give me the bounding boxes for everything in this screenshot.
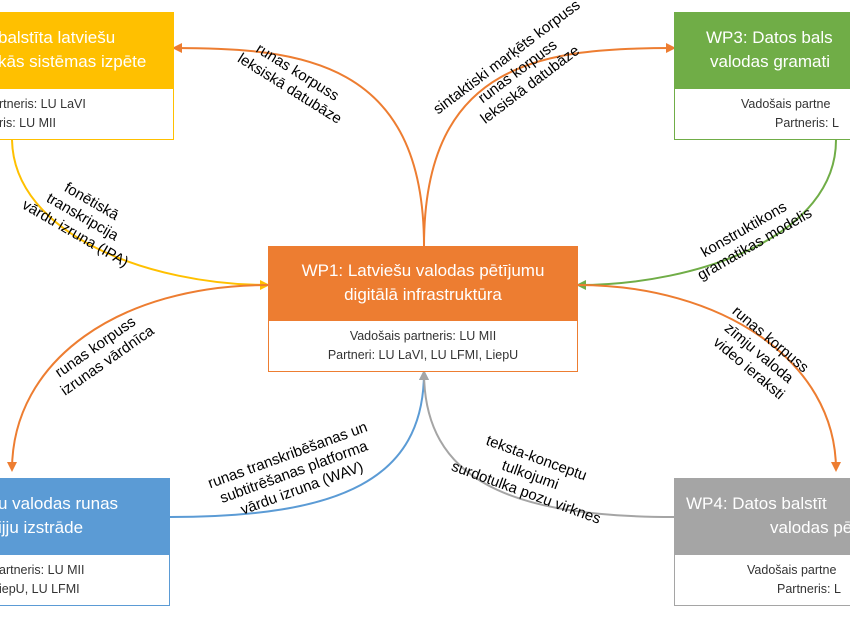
svg-text:runas korpuss zīmju valo: runas korpuss zīmju valoda video ierakst… (706, 303, 815, 407)
wp3-title: WP3: Datos bals valodas gramati (674, 12, 850, 88)
connector-wp4-to-wp1 (419, 370, 675, 518)
wp5-title: u valodas runas ijju izstrāde (0, 478, 170, 554)
edge-label-right-upper: konstruktikons gramatikas modelis (686, 189, 815, 284)
svg-text:runas korpuss leksiskā d: runas korpuss leksiskā datubāze (235, 35, 355, 128)
edge-label-left-upper: fonētiskā transkripcija vārdu izruna (IP… (19, 165, 149, 271)
wp4-lead-partner: Vadošais partne (747, 563, 837, 577)
wp1-partners: Vadošais partneris: LU MII Partneri: LU … (268, 320, 578, 372)
wp5-partners: artneris: LU MII iepU, LU LFMI (0, 554, 170, 606)
wp2-lead-partner: rtneris: LU LaVI (0, 97, 86, 111)
svg-text:sintaktiski marķēts korpuss: sintaktiski marķēts korpuss runas korpus… (430, 0, 608, 147)
wp3-partner-list: Partneris: L (775, 116, 839, 130)
wp2-partners: rtneris: LU LaVI ris: LU MII (0, 88, 174, 140)
wp4-title-line: WP4: Datos balstīt (686, 494, 827, 513)
connector-wp3-to-wp1 (576, 139, 837, 290)
wp3-partners: Vadošais partne Partneris: L (674, 88, 850, 140)
wp5-title-line: ijju izstrāde (0, 518, 84, 537)
wp1-title: WP1: Latviešu valodas pētījumu digitālā … (268, 246, 578, 320)
wp2-title-line: balstīta latviešu (0, 28, 116, 47)
wp4-title: WP4: Datos balstīt valodas pē (674, 478, 850, 554)
edge-label-top-left: runas korpuss leksiskā datubāze (235, 35, 355, 128)
wp1-box: WP1: Latviešu valodas pētījumu digitālā … (268, 246, 578, 372)
wp2-title-line: kās sistēmas izpēte (0, 52, 147, 71)
wp2-partner-list: ris: LU MII (0, 116, 56, 130)
edge-label-top-right: sintaktiski marķēts korpuss runas korpus… (430, 0, 608, 147)
wp3-title-line: valodas gramati (710, 52, 831, 71)
connector-wp1-to-wp3 (423, 43, 676, 247)
wp1-title-line: WP1: Latviešu valodas pētījumu (301, 261, 545, 280)
wp4-title-line: valodas pē (770, 518, 850, 537)
wp1-title-line: digitālā infrastruktūra (344, 285, 502, 304)
svg-text:teksta-konceptu tulkojum: teksta-konceptu tulkojumi surdotulka poz… (449, 424, 615, 528)
connector-wp1-to-wp5 (7, 284, 269, 472)
connector-wp5-to-wp1 (169, 370, 429, 518)
wp3-lead-partner: Vadošais partne (741, 97, 831, 111)
wp4-partner-list: Partneris: L (777, 582, 841, 596)
connector-wp1-to-wp2 (172, 43, 425, 247)
edge-label-bottom-left: runas transkribēšanas un subtitrēšanas p… (206, 417, 386, 526)
wp4-box: WP4: Datos balstīt valodas pē Vadošais p… (674, 478, 850, 606)
wp3-box: WP3: Datos bals valodas gramati Vadošais… (674, 12, 850, 140)
wp5-box: u valodas runas ijju izstrāde artneris: … (0, 478, 170, 606)
wp1-partner-list: Partneri: LU LaVI, LU LFMI, LiepU (327, 348, 519, 362)
wp5-partner-list: iepU, LU LFMI (0, 582, 80, 596)
connector-wp2-to-wp1 (11, 139, 270, 290)
connector-wp1-to-wp4 (577, 284, 841, 472)
wp1-lead-partner: Vadošais partneris: LU MII (349, 329, 497, 343)
svg-text:runas transkribēšanas un: runas transkribēšanas un subtitrēšanas p… (206, 417, 386, 526)
edge-label-bottom-right: teksta-konceptu tulkojumi surdotulka poz… (449, 424, 615, 528)
wp4-partners: Vadošais partne Partneris: L (674, 554, 850, 606)
svg-text:fonētiskā transkripcija: fonētiskā transkripcija vārdu izruna (IP… (19, 165, 149, 271)
wp2-box: balstīta latviešu kās sistēmas izpēte rt… (0, 12, 174, 140)
edge-label-right-lower: runas korpuss zīmju valoda video ierakst… (706, 303, 815, 407)
wp3-title-line: WP3: Datos bals (706, 28, 833, 47)
wp5-title-line: u valodas runas (0, 494, 119, 513)
wp2-title: balstīta latviešu kās sistēmas izpēte (0, 12, 174, 88)
wp5-lead-partner: artneris: LU MII (0, 563, 85, 577)
svg-text:konstruktikons gramatika: konstruktikons gramatikas modelis (686, 189, 815, 284)
